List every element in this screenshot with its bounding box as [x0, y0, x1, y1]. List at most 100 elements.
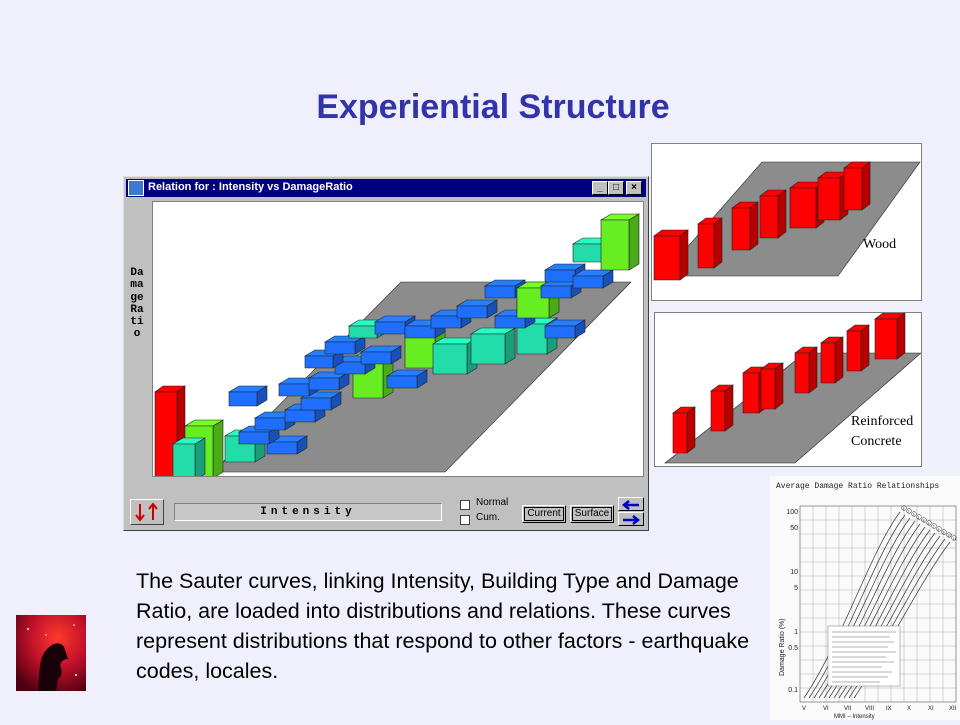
scan-y-tick: 10	[790, 569, 798, 576]
close-button[interactable]: ×	[626, 181, 642, 195]
scan-curve-label: 11	[953, 537, 957, 541]
scan-y-tick: 0.1	[788, 687, 798, 694]
bar-35	[571, 269, 615, 289]
wood-bar-5	[789, 181, 825, 229]
y-axis-label: DamageRatio	[130, 267, 144, 341]
scan-x-tick: VIII	[865, 706, 874, 712]
x-axis-label[interactable]: Intensity	[174, 503, 442, 521]
concrete-panel: Reinforced Concrete	[654, 312, 922, 467]
concrete-bar-chart	[664, 312, 922, 464]
plot-area	[152, 201, 644, 481]
scan-y-tick: 1	[794, 629, 798, 636]
damage-ratio-curves: Average Damage Ratio Relationships 10050…	[770, 476, 960, 720]
wood-label: Wood	[863, 237, 897, 252]
bar-23	[469, 327, 517, 365]
window-title-bar[interactable]: Relation for : Intensity vs DamageRatio …	[126, 179, 646, 197]
bar-18	[385, 369, 429, 389]
scan-curve-marker	[936, 526, 942, 532]
up-down-arrows-icon	[135, 502, 158, 522]
scan-x-axis-label: MMI – Intensity	[834, 714, 875, 720]
scan-y-tick: 5	[794, 585, 798, 592]
concrete-bar-2	[710, 384, 734, 432]
wood-bar-6	[817, 171, 849, 221]
bar-5	[265, 435, 309, 455]
bar-15	[359, 345, 403, 365]
scan-x-tick: IX	[886, 706, 892, 712]
scan-curve-marker	[921, 517, 927, 523]
scan-x-tick: VI	[823, 706, 829, 712]
scan-curve-marker	[901, 505, 907, 511]
scan-curve-marker	[926, 520, 932, 526]
concrete-label-line2: Concrete	[851, 434, 902, 449]
scan-curve-label: 2	[908, 510, 910, 514]
app-icon	[128, 180, 144, 196]
wood-bar-2	[697, 217, 723, 269]
scan-curve-label: 6	[928, 522, 930, 526]
arrow-left-icon	[621, 500, 639, 510]
bar-chart-3d	[154, 213, 641, 481]
surface-button[interactable]: Surface	[570, 505, 614, 523]
concrete-bar-1	[672, 406, 696, 454]
scan-y-tick: 50	[790, 525, 798, 532]
scan-curve-label: 4	[918, 516, 920, 520]
concrete-label-line1: Reinforced	[851, 414, 914, 429]
body-paragraph: The Sauter curves, linking Intensity, Bu…	[136, 569, 750, 683]
wood-panel: Wood	[651, 143, 922, 301]
concrete-bar-5	[794, 346, 818, 394]
bar-37	[599, 213, 641, 271]
normal-checkbox[interactable]	[460, 500, 470, 510]
scan-curve-label: 1	[903, 507, 905, 511]
scan-curve-marker	[906, 508, 912, 514]
concrete-bar-7	[846, 324, 870, 372]
scan-curve-label: 8	[938, 528, 940, 532]
scan-x-tick: V	[802, 706, 806, 712]
normal-checkbox-label: Normal	[476, 497, 509, 508]
bar-26	[455, 299, 499, 319]
current-button[interactable]: Current	[522, 505, 566, 523]
scan-curve-marker	[916, 514, 922, 520]
scan-curve-label: 7	[933, 525, 935, 529]
wood-bar-3	[731, 201, 759, 251]
concrete-bar-6	[820, 336, 844, 384]
bar-10	[227, 385, 269, 407]
scan-curve	[808, 514, 906, 699]
wood-bar-7	[843, 161, 871, 211]
axis-swap-buttons[interactable]	[130, 499, 164, 525]
scan-x-tick: X	[907, 706, 911, 712]
previous-button[interactable]	[618, 497, 644, 511]
nebula-image	[16, 615, 86, 691]
window-title: Relation for : Intensity vs DamageRatio	[148, 181, 353, 193]
maximize-button[interactable]: □	[608, 181, 624, 195]
concrete-bar-4	[760, 362, 784, 410]
scan-y-tick: 100	[786, 509, 798, 516]
scan-y-axis-label: Damage Ratio (%)	[779, 618, 786, 676]
concrete-bar-8	[874, 312, 906, 360]
wood-bar-4	[759, 189, 787, 239]
bar-17	[323, 335, 367, 355]
relation-window: Relation for : Intensity vs DamageRatio …	[123, 176, 649, 531]
bar-34	[543, 263, 587, 283]
scan-y-tick: 0.5	[788, 645, 798, 652]
control-strip: Intensity Normal Cum. Current Surface	[128, 495, 644, 527]
scan-curve-marker	[941, 529, 947, 535]
slide-title: Experiential Structure	[316, 88, 670, 126]
scan-x-tick: XI	[928, 706, 934, 712]
scan-curve-marker	[946, 532, 952, 538]
wood-bar-1	[653, 229, 689, 281]
cum-checkbox[interactable]	[460, 515, 470, 525]
scan-curve-label: 10	[948, 534, 952, 538]
next-button[interactable]	[618, 512, 644, 526]
arrow-right-icon	[623, 515, 641, 525]
bar-30	[543, 319, 587, 339]
scan-curve-label: 3	[913, 513, 915, 517]
scan-curve	[803, 511, 901, 699]
bar-3	[171, 437, 207, 481]
scan-curve-label: 5	[923, 519, 925, 523]
minimize-button[interactable]: _	[592, 181, 608, 195]
scan-curve-marker	[931, 523, 937, 529]
bar-12	[307, 371, 351, 391]
scan-curve-marker	[911, 511, 917, 517]
wood-bar-chart	[653, 161, 921, 281]
scan-x-tick: XII	[949, 706, 957, 712]
